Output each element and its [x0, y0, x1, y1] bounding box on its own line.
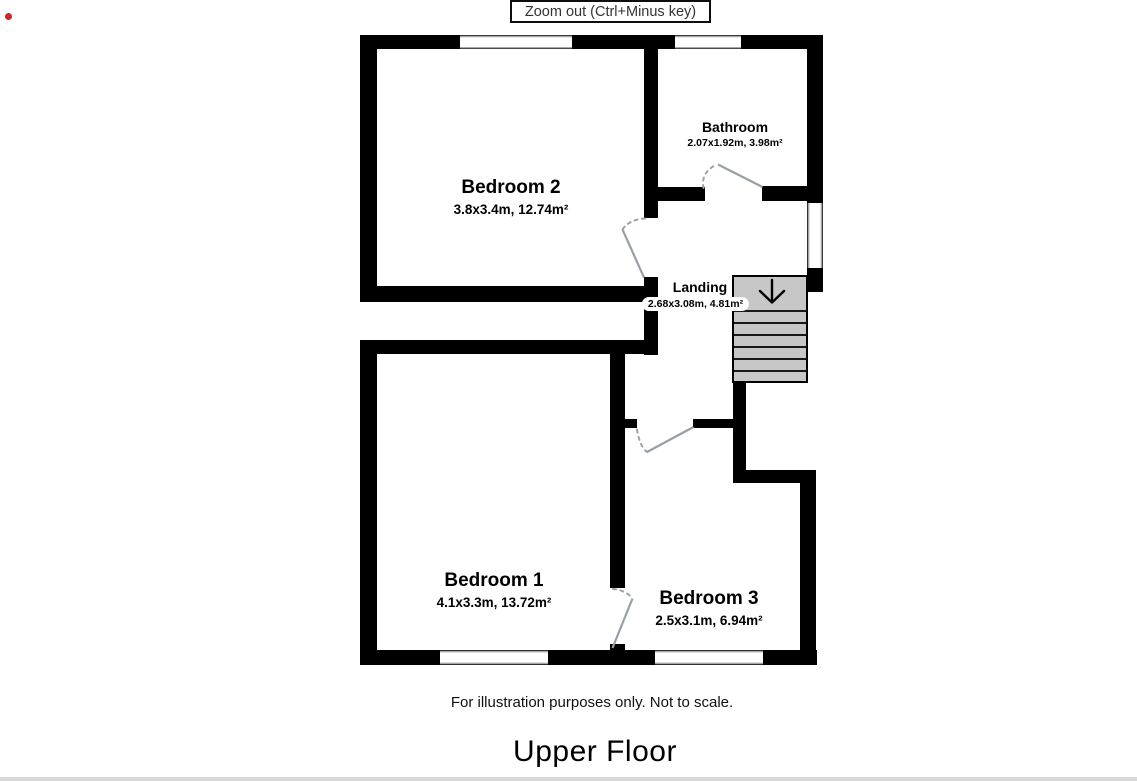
tooltip-text: Zoom out (Ctrl+Minus key)	[524, 3, 697, 20]
disclaimer-text: For illustration purposes only. Not to s…	[450, 694, 734, 711]
room-label-bedroom1: Bedroom 1 4.1x3.3m, 13.72m²	[437, 570, 552, 610]
wall-left-lower	[360, 340, 377, 665]
door-swing-arc-bedroom2	[621, 217, 646, 231]
staircase	[732, 275, 808, 383]
stairs-down-arrow-icon	[758, 278, 786, 304]
floor-title: Upper Floor	[513, 735, 677, 768]
window-bedroom2-top	[460, 35, 572, 49]
cursor-dot	[5, 13, 12, 20]
door-leaf-bedroom2	[621, 229, 646, 278]
wall-bedroom3-right	[800, 470, 816, 665]
window-bedroom3-bottom	[655, 650, 763, 665]
room-label-bedroom3: Bedroom 3 2.5x3.1m, 6.94m²	[655, 588, 762, 628]
door-swing-arc-bedroom3	[612, 588, 634, 600]
door-swing-arc-landing	[636, 428, 648, 453]
wall-corridor-right	[733, 382, 746, 480]
window-bottom-edge	[0, 777, 1137, 781]
door-leaf-bathroom	[717, 163, 763, 188]
wall-door-threshold-stub	[610, 644, 625, 650]
doors	[611, 163, 763, 649]
door-swing-arc-bathroom	[702, 163, 718, 189]
windows	[440, 35, 823, 665]
bedroom2-dims: 3.8x3.4m, 12.74m²	[453, 201, 569, 217]
bedroom1-dims: 4.1x3.3m, 13.72m²	[436, 594, 552, 610]
wall-landing-stub-right	[693, 419, 733, 428]
bedroom3-name: Bedroom 3	[659, 588, 759, 609]
bedroom2-name: Bedroom 2	[461, 177, 561, 198]
stair-box	[732, 275, 808, 383]
wall-left-upper	[360, 35, 377, 293]
room-label-bathroom: Bathroom 2.07x1.92m, 3.98m²	[687, 119, 782, 149]
window-bathroom-top	[675, 35, 741, 49]
wall-top	[360, 35, 823, 49]
bathroom-name: Bathroom	[701, 119, 769, 135]
landing-dims: 2.68x3.08m, 4.81m²	[641, 297, 750, 312]
landing-name: Landing	[672, 279, 728, 295]
bathroom-dims: 2.07x1.92m, 3.98m²	[687, 137, 783, 150]
door-leaf-landing	[646, 426, 695, 453]
wall-bedroom2-bathroom-divider	[644, 35, 658, 218]
stair-treads	[733, 310, 807, 372]
window-landing-right	[807, 203, 823, 268]
wall-bathroom-bottom-left	[658, 187, 705, 201]
room-label-landing: Landing 2.68x3.08m, 4.81m²	[641, 279, 750, 312]
wall-landing-left-upper	[644, 277, 658, 355]
window-bedroom1-bottom	[440, 650, 548, 665]
wall-bedroom1-top	[360, 340, 658, 354]
bedroom3-dims: 2.5x3.1m, 6.94m²	[655, 612, 763, 628]
wall-bedroom3-top	[733, 470, 816, 483]
wall-bedroom2-bottom	[360, 286, 658, 302]
room-label-bedroom2: Bedroom 2 3.8x3.4m, 12.74m²	[454, 177, 569, 217]
door-leaf-bedroom3	[611, 598, 634, 649]
wall-bedroom1-bedroom3-divider	[610, 340, 625, 588]
bedroom1-name: Bedroom 1	[444, 570, 544, 591]
zoom-out-tooltip: Zoom out (Ctrl+Minus key)	[510, 0, 711, 23]
wall-landing-stub-left	[610, 419, 637, 428]
